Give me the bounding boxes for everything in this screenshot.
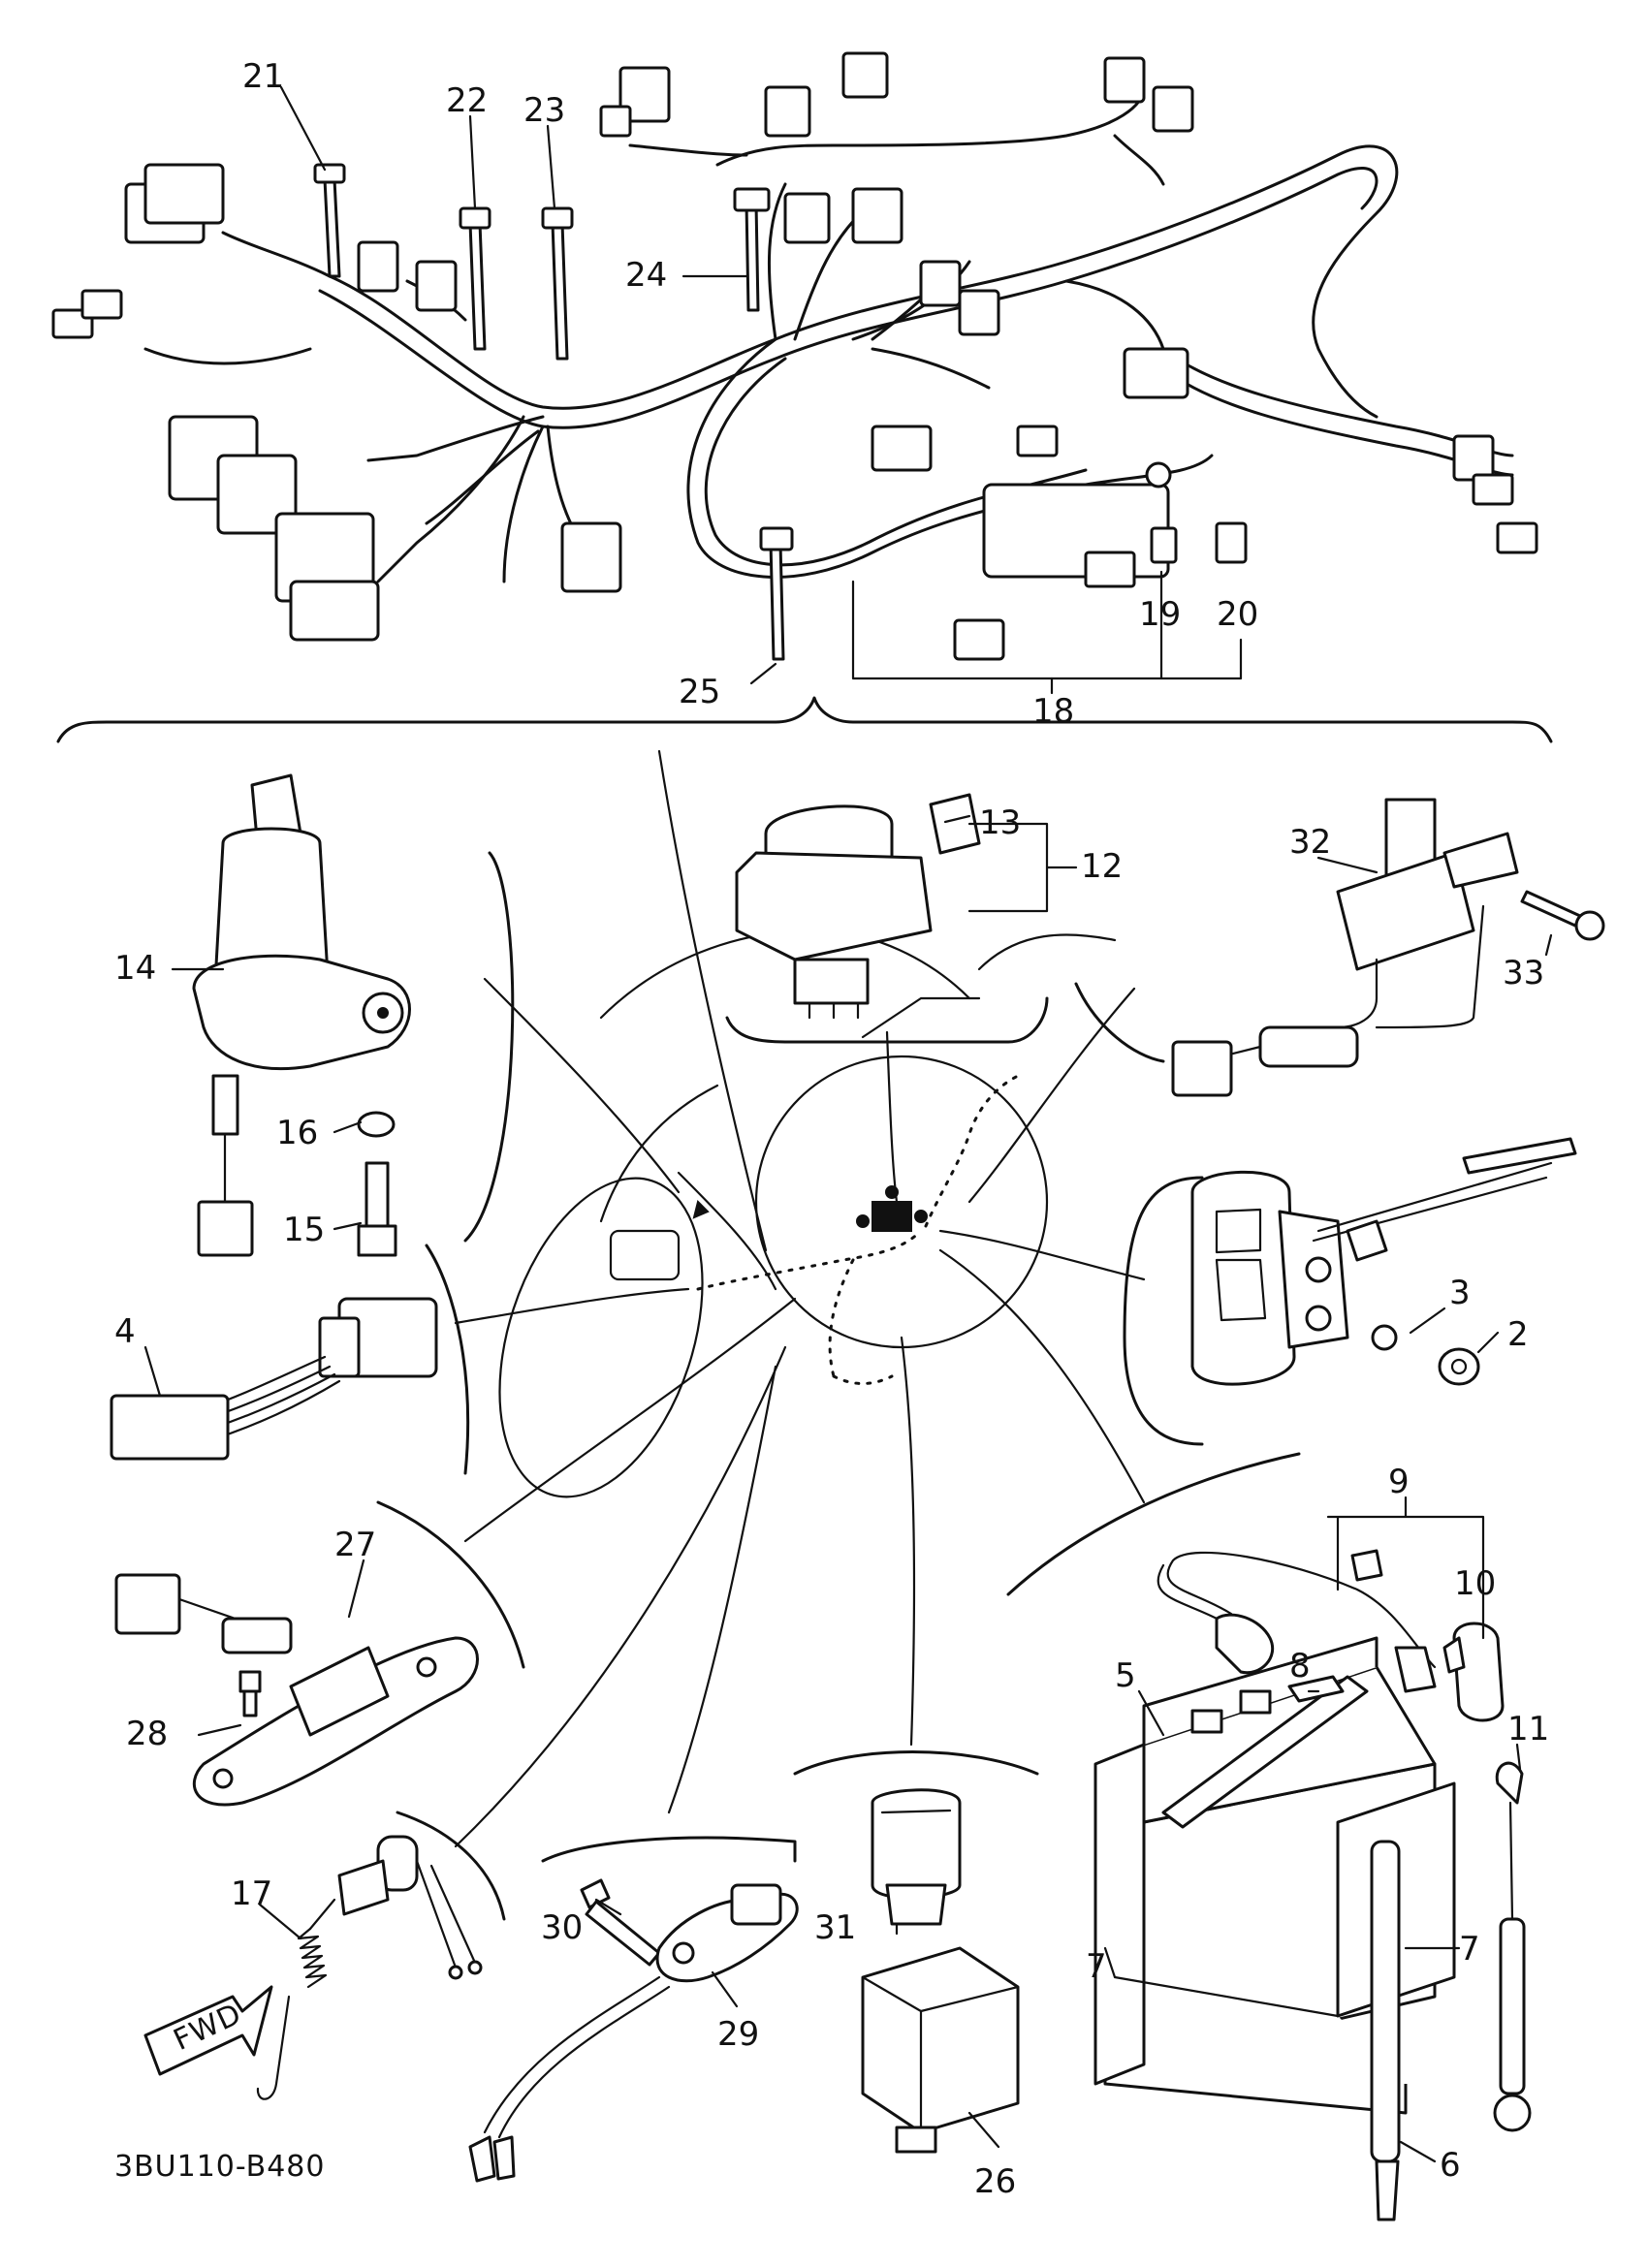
screw <box>238 1670 262 1717</box>
location-arrows <box>454 749 1146 1848</box>
callout-20: 20 <box>1217 595 1258 634</box>
callout-14: 14 <box>114 949 156 988</box>
callout-33: 33 <box>1503 954 1544 992</box>
fuse <box>929 793 981 855</box>
callout-17: 17 <box>231 1874 272 1913</box>
callout-19: 19 <box>1139 595 1181 634</box>
callout-4: 4 <box>114 1312 136 1351</box>
callout-24: 24 <box>625 256 667 295</box>
callout-15: 15 <box>283 1211 325 1249</box>
coupler <box>110 1297 438 1461</box>
callout-10: 10 <box>1454 1564 1496 1603</box>
turn-relay <box>1171 798 1519 1097</box>
callout-31: 31 <box>814 1908 856 1947</box>
washer-small <box>1371 1324 1398 1351</box>
motorcycle-outline <box>498 929 1117 1498</box>
neutral-sensor <box>468 1883 799 2183</box>
callout-11: 11 <box>1507 1710 1549 1748</box>
control-unit <box>861 1946 1020 2154</box>
forward-arrow-icon: FWD <box>143 1985 273 2076</box>
callout-labels: 21 22 23 24 25 19 20 18 13 12 32 33 14 1… <box>114 57 1549 2201</box>
callout-27: 27 <box>334 1526 376 1564</box>
battery-band <box>1287 1675 1345 1703</box>
ignition-switch <box>192 773 411 1257</box>
callout-12: 12 <box>1081 847 1123 886</box>
callout-23: 23 <box>523 91 565 130</box>
callout-7b: 7 <box>1086 1947 1107 1986</box>
flasher-relay <box>871 1788 962 1926</box>
callout-22: 22 <box>446 81 488 120</box>
bolt <box>357 1161 397 1257</box>
callout-26: 26 <box>974 2162 1016 2201</box>
handlebar-switch <box>1190 1137 1577 1386</box>
callout-13: 13 <box>979 803 1021 842</box>
pickup-bolt <box>580 1878 661 1967</box>
callout-8: 8 <box>1289 1647 1311 1685</box>
harness-brace <box>56 696 1553 743</box>
callout-18: 18 <box>1032 692 1074 731</box>
diagram-code: 3BU110-B480 <box>114 2150 325 2184</box>
switch-sensor <box>256 1835 483 2100</box>
battery-sub-harness <box>1157 1549 1437 1693</box>
callout-21: 21 <box>242 57 284 96</box>
callout-25: 25 <box>679 673 720 711</box>
region-brackets <box>376 851 1301 1921</box>
callout-30: 30 <box>541 1908 583 1947</box>
sensor-bracket <box>114 1573 479 1807</box>
battery-lead-positive <box>1493 1761 1532 2132</box>
callout-32: 32 <box>1289 823 1331 862</box>
top-leaders <box>279 85 1243 695</box>
terminal-cap <box>1442 1622 1505 1722</box>
part-leaders <box>143 822 1553 2163</box>
callout-7a: 7 <box>1459 1930 1480 1969</box>
starter-relay <box>735 804 933 1020</box>
battery-lead-negative <box>1370 1840 1401 2221</box>
callout-9: 9 <box>1388 1463 1410 1501</box>
callout-16: 16 <box>276 1114 318 1152</box>
callout-5: 5 <box>1115 1656 1136 1695</box>
relay-screw <box>1520 890 1605 941</box>
callout-2: 2 <box>1507 1315 1529 1354</box>
callout-3: 3 <box>1449 1274 1471 1312</box>
callout-28: 28 <box>126 1715 168 1753</box>
callout-29: 29 <box>717 2015 759 2054</box>
washer <box>357 1111 396 1138</box>
wire-harness <box>51 51 1538 661</box>
nut <box>1438 1347 1480 1386</box>
callout-6: 6 <box>1440 2146 1461 2185</box>
